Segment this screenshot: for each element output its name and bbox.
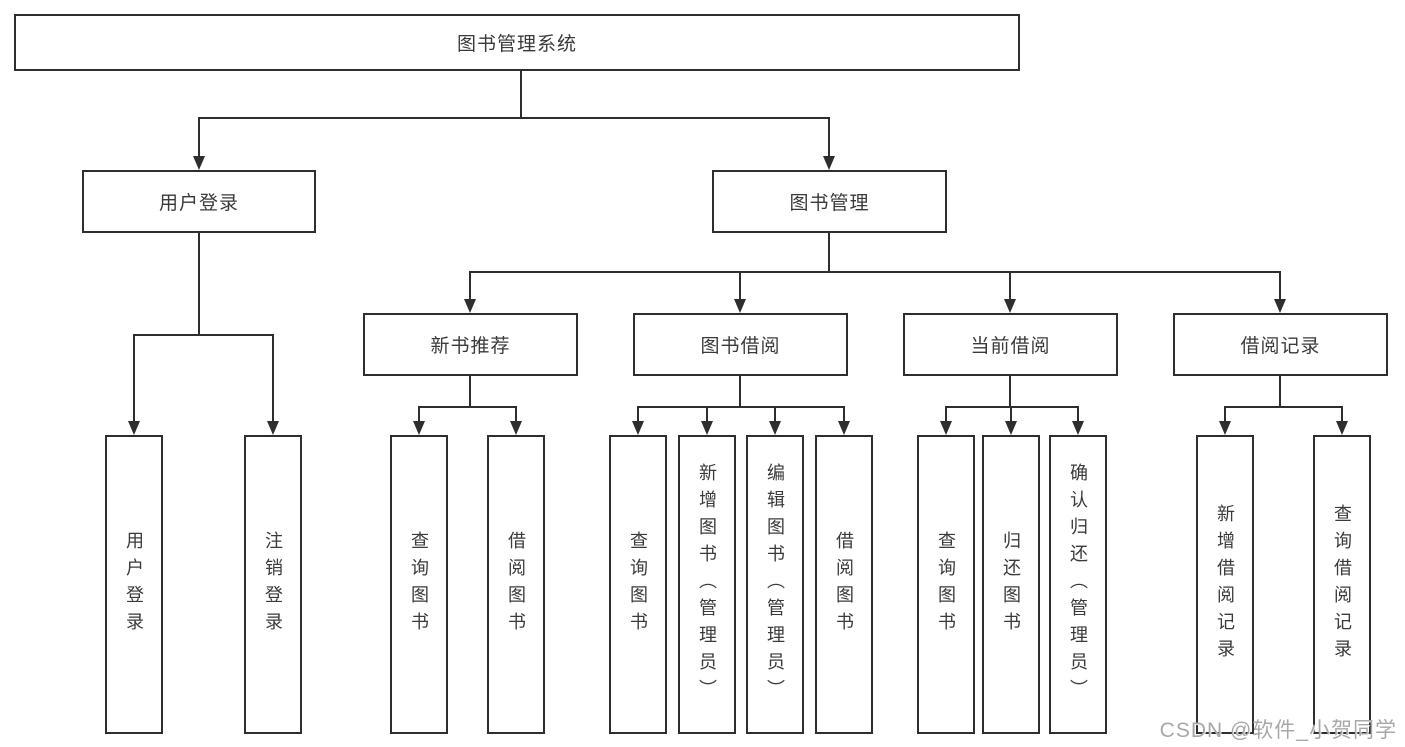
connector-group4-stem [1279,376,1281,407]
connector-drop-current-borrow [1009,271,1011,299]
leaf-label: 确认归还（管理员） [1068,463,1088,706]
connector-drop [843,406,845,421]
node-book-borrow-label: 图书借阅 [700,336,781,357]
node-current-borrow: 当前借阅 [903,313,1118,376]
leaf-label: 查询借阅记录 [1332,503,1352,666]
node-book-management: 图书管理 [712,170,947,233]
leaf-label: 查询图书 [628,530,648,639]
connector-drop-new-book [469,271,471,299]
connector-drop [418,406,420,421]
node-new-book-recommend: 新书推荐 [363,313,578,376]
arrow-down-icon [940,421,952,435]
node-current-borrow-label: 当前借阅 [970,336,1051,357]
connector-drop [706,406,708,421]
csdn-watermark: CSDN @软件_小贺同学 [1159,719,1397,742]
arrow-down-icon [1219,421,1231,435]
connector-user-login-stem [198,233,200,335]
leaf-label: 查询图书 [936,530,956,639]
node-user-login: 用户登录 [82,170,316,233]
leaf-borrow-books: 借阅图书 [815,435,873,734]
node-user-login-label: 用户登录 [158,193,239,214]
leaf-label: 新增图书（管理员） [697,463,717,706]
arrow-down-icon [1005,421,1017,435]
connector-drop [1224,406,1226,421]
arrow-down-icon [1336,421,1348,435]
leaf-logout-label: 注销登录 [263,530,283,639]
connector-book-management-branch [469,271,1281,273]
connector-drop [515,406,517,421]
connector-group3-stem [1009,376,1011,407]
connector-group4-branch [1224,406,1343,408]
connector-root-stem [520,71,522,118]
leaf-label: 借阅图书 [506,530,526,639]
connector-drop-book-management [828,117,830,157]
arrow-down-icon [128,421,140,435]
arrow-down-icon [1072,421,1084,435]
connector-drop-book-borrow [739,271,741,299]
node-new-book-recommend-label: 新书推荐 [430,336,511,357]
arrow-down-icon [734,299,746,313]
node-root-label: 图书管理系统 [456,34,577,55]
leaf-confirm-return-admin: 确认归还（管理员） [1049,435,1107,734]
connector-drop [1077,406,1079,421]
connector-group2-branch [637,406,845,408]
connector-drop [637,406,639,421]
leaf-logout: 注销登录 [244,435,302,734]
leaf-add-book-admin: 新增图书（管理员） [678,435,736,734]
leaf-edit-book-admin: 编辑图书（管理员） [746,435,804,734]
connector-group1-stem [469,376,471,407]
connector-group3-branch [945,406,1079,408]
connector-book-management-stem [828,233,830,272]
arrow-down-icon [823,156,835,170]
connector-drop-user-login [198,117,200,157]
leaf-user-login-label: 用户登录 [124,530,144,639]
arrow-down-icon [632,421,644,435]
node-root: 图书管理系统 [14,14,1020,71]
connector-drop-borrow-records [1279,271,1281,299]
leaf-label: 归还图书 [1001,530,1021,639]
arrow-down-icon [267,421,279,435]
connector-group1-branch [418,406,517,408]
arrow-down-icon [838,421,850,435]
connector-drop [1010,406,1012,421]
leaf-label: 编辑图书（管理员） [765,463,785,706]
leaf-query-books-current: 查询图书 [917,435,975,734]
arrow-down-icon [193,156,205,170]
node-borrow-records-label: 借阅记录 [1240,336,1321,357]
connector-drop [1341,406,1343,421]
leaf-query-borrow-record: 查询借阅记录 [1313,435,1371,734]
leaf-borrow-books-recommend: 借阅图书 [487,435,545,734]
arrow-down-icon [1274,299,1286,313]
connector-drop-leaf-user-login [133,334,135,421]
leaf-user-login: 用户登录 [105,435,163,734]
node-book-management-label: 图书管理 [789,193,870,214]
arrow-down-icon [464,299,476,313]
leaf-query-books-borrow: 查询图书 [609,435,667,734]
leaf-label: 查询图书 [409,530,429,639]
arrow-down-icon [510,421,522,435]
connector-root-branch [198,117,830,119]
leaf-add-borrow-record: 新增借阅记录 [1196,435,1254,734]
node-borrow-records: 借阅记录 [1173,313,1388,376]
arrow-down-icon [769,421,781,435]
connector-group2-stem [739,376,741,407]
connector-user-login-branch [133,334,274,336]
arrow-down-icon [413,421,425,435]
leaf-return-book: 归还图书 [982,435,1040,734]
leaf-label: 新增借阅记录 [1215,503,1235,666]
connector-drop [774,406,776,421]
connector-drop [945,406,947,421]
connector-drop-leaf-logout [272,334,274,421]
leaf-query-books-recommend: 查询图书 [390,435,448,734]
arrow-down-icon [1004,299,1016,313]
leaf-label: 借阅图书 [834,530,854,639]
node-book-borrow: 图书借阅 [633,313,848,376]
arrow-down-icon [701,421,713,435]
